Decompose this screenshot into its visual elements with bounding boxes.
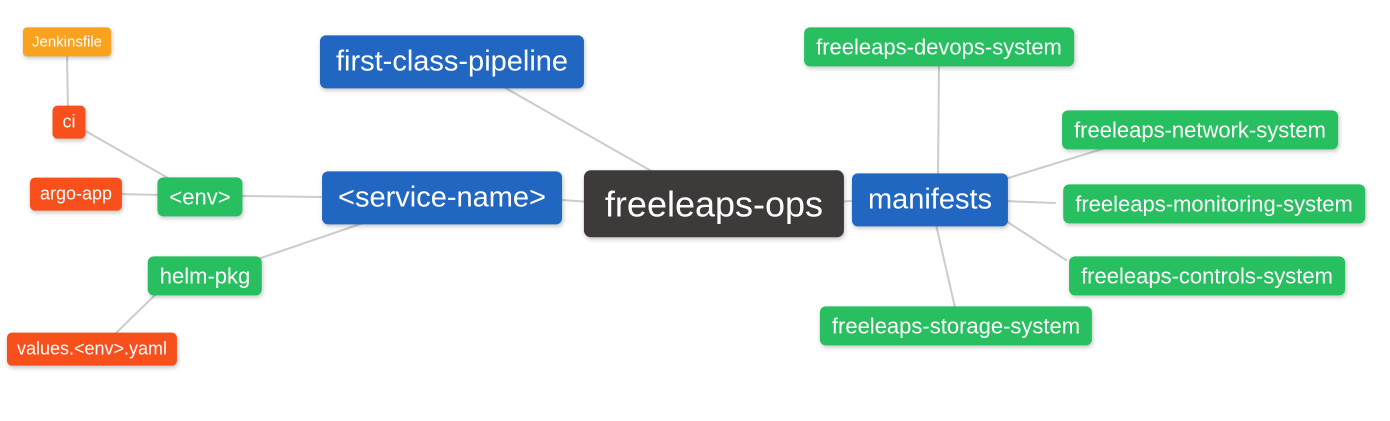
mindmap-node-ci[interactable]: ci (52, 105, 86, 139)
mindmap-node-storage-system[interactable]: freeleaps-storage-system (819, 306, 1093, 346)
edge-line-env--service-name (239, 195, 322, 198)
mindmap-node-first-class-pipeline[interactable]: first-class-pipeline (319, 35, 585, 89)
mindmap-node-devops-system[interactable]: freeleaps-devops-system (804, 27, 1074, 67)
edge-line-helm-pkg--service-name (257, 219, 373, 260)
mindmap-node-jenkinsfile[interactable]: Jenkinsfile (22, 27, 112, 57)
edge-line-manifests--controls-system (1005, 220, 1067, 261)
edge-line-manifests--storage-system (934, 219, 957, 313)
mindmap-node-helm-pkg[interactable]: helm-pkg (147, 256, 263, 296)
edge-line-argo-app--env (117, 193, 163, 196)
mindmap-node-manifests[interactable]: manifests (851, 173, 1009, 227)
edge-line-first-class-pipeline--freeleaps-ops (501, 85, 661, 177)
mindmap-node-argo-app[interactable]: argo-app (29, 177, 123, 211)
edge-line-jenkinsfile--ci (66, 53, 69, 111)
mindmap-node-controls-system[interactable]: freeleaps-controls-system (1069, 256, 1345, 296)
mindmap-node-service-name[interactable]: <service-name> (322, 171, 562, 225)
edge-line-manifests--devops-system (937, 59, 940, 181)
mindmap-node-network-system[interactable]: freeleaps-network-system (1062, 110, 1338, 150)
mindmap-node-values-env-yaml[interactable]: values.<env>.yaml (6, 332, 178, 366)
edge-line-manifests--monitoring-system (1003, 200, 1056, 204)
edge-line-values-env-yaml--helm-pkg (112, 293, 157, 337)
mindmap-node-freeleaps-ops[interactable]: freeleaps-ops (583, 170, 845, 238)
edge-line-manifests--network-system (1004, 145, 1113, 180)
mindmap-node-env[interactable]: <env> (157, 177, 243, 217)
mindmap-node-monitoring-system[interactable]: freeleaps-monitoring-system (1063, 184, 1365, 224)
edge-line-ci--env (81, 128, 169, 179)
